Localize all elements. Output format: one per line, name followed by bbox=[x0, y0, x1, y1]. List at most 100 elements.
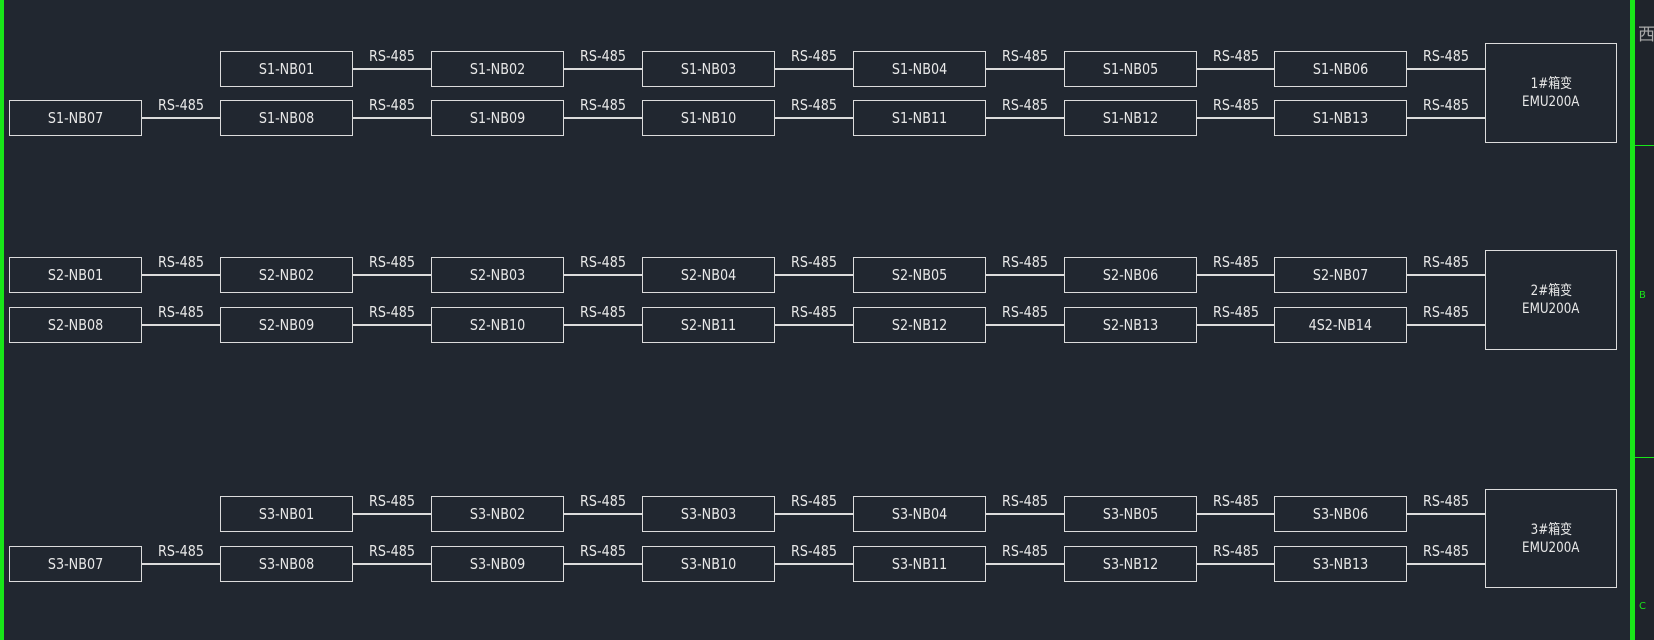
inverter-box[interactable]: S3-NB08 bbox=[220, 546, 353, 582]
inverter-label: S1-NB06 bbox=[1312, 60, 1369, 78]
inverter-box[interactable]: S1-NB08 bbox=[220, 100, 353, 136]
link-label: RS-485 bbox=[774, 492, 854, 510]
inverter-label: S3-NB12 bbox=[1102, 555, 1159, 573]
link-label: RS-485 bbox=[1196, 96, 1276, 114]
link-label: RS-485 bbox=[1406, 492, 1486, 510]
link-label: RS-485 bbox=[1196, 542, 1276, 560]
inverter-box[interactable]: S3-NB09 bbox=[431, 546, 564, 582]
link-label-text: RS-485 bbox=[158, 253, 204, 271]
inverter-box[interactable]: S3-NB11 bbox=[853, 546, 986, 582]
rs485-link bbox=[775, 117, 853, 119]
inverter-label: S3-NB11 bbox=[891, 555, 948, 573]
link-label-text: RS-485 bbox=[1423, 47, 1469, 65]
inverter-label: S2-NB10 bbox=[469, 316, 526, 334]
inverter-box[interactable]: S2-NB04 bbox=[642, 257, 775, 293]
link-label: RS-485 bbox=[774, 96, 854, 114]
inverter-box[interactable]: S1-NB03 bbox=[642, 51, 775, 87]
inverter-box[interactable]: S3-NB03 bbox=[642, 496, 775, 532]
inverter-box[interactable]: S2-NB05 bbox=[853, 257, 986, 293]
inverter-box[interactable]: S2-NB11 bbox=[642, 307, 775, 343]
inverter-box[interactable]: S2-NB02 bbox=[220, 257, 353, 293]
device-model: EMU200A bbox=[1522, 539, 1580, 556]
inverter-box[interactable]: S2-NB13 bbox=[1064, 307, 1197, 343]
inverter-label: S1-NB04 bbox=[891, 60, 948, 78]
inverter-label: S2-NB04 bbox=[680, 266, 737, 284]
zone-label-c: C bbox=[1639, 601, 1646, 612]
link-label: RS-485 bbox=[1406, 47, 1486, 65]
inverter-box[interactable]: S1-NB06 bbox=[1274, 51, 1407, 87]
inverter-label: 4S2-NB14 bbox=[1308, 316, 1373, 334]
link-label-text: RS-485 bbox=[369, 47, 415, 65]
link-label-text: RS-485 bbox=[1212, 303, 1259, 321]
rs485-link bbox=[986, 513, 1064, 515]
inverter-label: S3-NB04 bbox=[891, 505, 948, 523]
rs485-link bbox=[775, 68, 853, 70]
inverter-box[interactable]: S1-NB04 bbox=[853, 51, 986, 87]
rs485-link bbox=[775, 274, 853, 276]
inverter-box[interactable]: S1-NB13 bbox=[1274, 100, 1407, 136]
inverter-box[interactable]: S1-NB11 bbox=[853, 100, 986, 136]
inverter-box[interactable]: S2-NB10 bbox=[431, 307, 564, 343]
inverter-box[interactable]: S3-NB05 bbox=[1064, 496, 1197, 532]
link-label-text: RS-485 bbox=[158, 96, 204, 114]
link-label-text: RS-485 bbox=[369, 303, 415, 321]
inverter-box[interactable]: S3-NB01 bbox=[220, 496, 353, 532]
inverter-label: S2-NB03 bbox=[469, 266, 526, 284]
rs485-link bbox=[1197, 513, 1274, 515]
link-label: RS-485 bbox=[1406, 253, 1486, 271]
inverter-box[interactable]: S3-NB04 bbox=[853, 496, 986, 532]
inverter-box[interactable]: S1-NB10 bbox=[642, 100, 775, 136]
inverter-box[interactable]: S2-NB03 bbox=[431, 257, 564, 293]
rs485-link bbox=[1197, 324, 1274, 326]
link-label-text: RS-485 bbox=[580, 492, 626, 510]
link-label: RS-485 bbox=[1196, 492, 1276, 510]
inverter-box[interactable]: S2-NB12 bbox=[853, 307, 986, 343]
inverter-box[interactable]: S3-NB13 bbox=[1274, 546, 1407, 582]
link-label-text: RS-485 bbox=[1002, 542, 1048, 560]
link-label: RS-485 bbox=[352, 492, 432, 510]
inverter-label: S1-NB09 bbox=[469, 109, 526, 127]
rs485-link bbox=[1197, 563, 1274, 565]
device-name: 2#箱变 bbox=[1530, 283, 1572, 299]
inverter-box[interactable]: S2-NB01 bbox=[9, 257, 142, 293]
link-label: RS-485 bbox=[1196, 253, 1276, 271]
inverter-box[interactable]: S2-NB08 bbox=[9, 307, 142, 343]
rs485-link bbox=[775, 513, 853, 515]
inverter-box[interactable]: S3-NB07 bbox=[9, 546, 142, 582]
link-label-text: RS-485 bbox=[1212, 542, 1259, 560]
inverter-box[interactable]: S1-NB05 bbox=[1064, 51, 1197, 87]
link-label: RS-485 bbox=[1406, 303, 1486, 321]
link-label-text: RS-485 bbox=[1423, 303, 1469, 321]
rs485-link bbox=[1197, 274, 1274, 276]
inverter-box[interactable]: S1-NB02 bbox=[431, 51, 564, 87]
inverter-label: S2-NB06 bbox=[1102, 266, 1159, 284]
inverter-box[interactable]: S3-NB02 bbox=[431, 496, 564, 532]
inverter-box[interactable]: S1-NB09 bbox=[431, 100, 564, 136]
inverter-box[interactable]: S1-NB12 bbox=[1064, 100, 1197, 136]
inverter-box[interactable]: S1-NB07 bbox=[9, 100, 142, 136]
inverter-box[interactable]: 4S2-NB14 bbox=[1274, 307, 1407, 343]
inverter-box[interactable]: S1-NB01 bbox=[220, 51, 353, 87]
inverter-box[interactable]: S3-NB12 bbox=[1064, 546, 1197, 582]
link-label: RS-485 bbox=[141, 542, 221, 560]
zone-label-b: B bbox=[1639, 290, 1646, 301]
inverter-label: S1-NB01 bbox=[258, 60, 315, 78]
inverter-box[interactable]: S2-NB06 bbox=[1064, 257, 1197, 293]
rs485-link bbox=[1197, 68, 1274, 70]
link-label-text: RS-485 bbox=[791, 303, 837, 321]
link-label: RS-485 bbox=[985, 47, 1065, 65]
inverter-box[interactable]: S2-NB07 bbox=[1274, 257, 1407, 293]
inverter-box[interactable]: S3-NB06 bbox=[1274, 496, 1407, 532]
rs485-link bbox=[353, 117, 431, 119]
inverter-box[interactable]: S3-NB10 bbox=[642, 546, 775, 582]
inverter-label: S3-NB07 bbox=[47, 555, 104, 573]
left-border bbox=[0, 0, 4, 640]
device-name: 3#箱变 bbox=[1530, 521, 1572, 538]
link-label-text: RS-485 bbox=[158, 303, 204, 321]
rs485-link bbox=[986, 117, 1064, 119]
inverter-box[interactable]: S2-NB09 bbox=[220, 307, 353, 343]
inverter-label: S1-NB13 bbox=[1312, 109, 1369, 127]
